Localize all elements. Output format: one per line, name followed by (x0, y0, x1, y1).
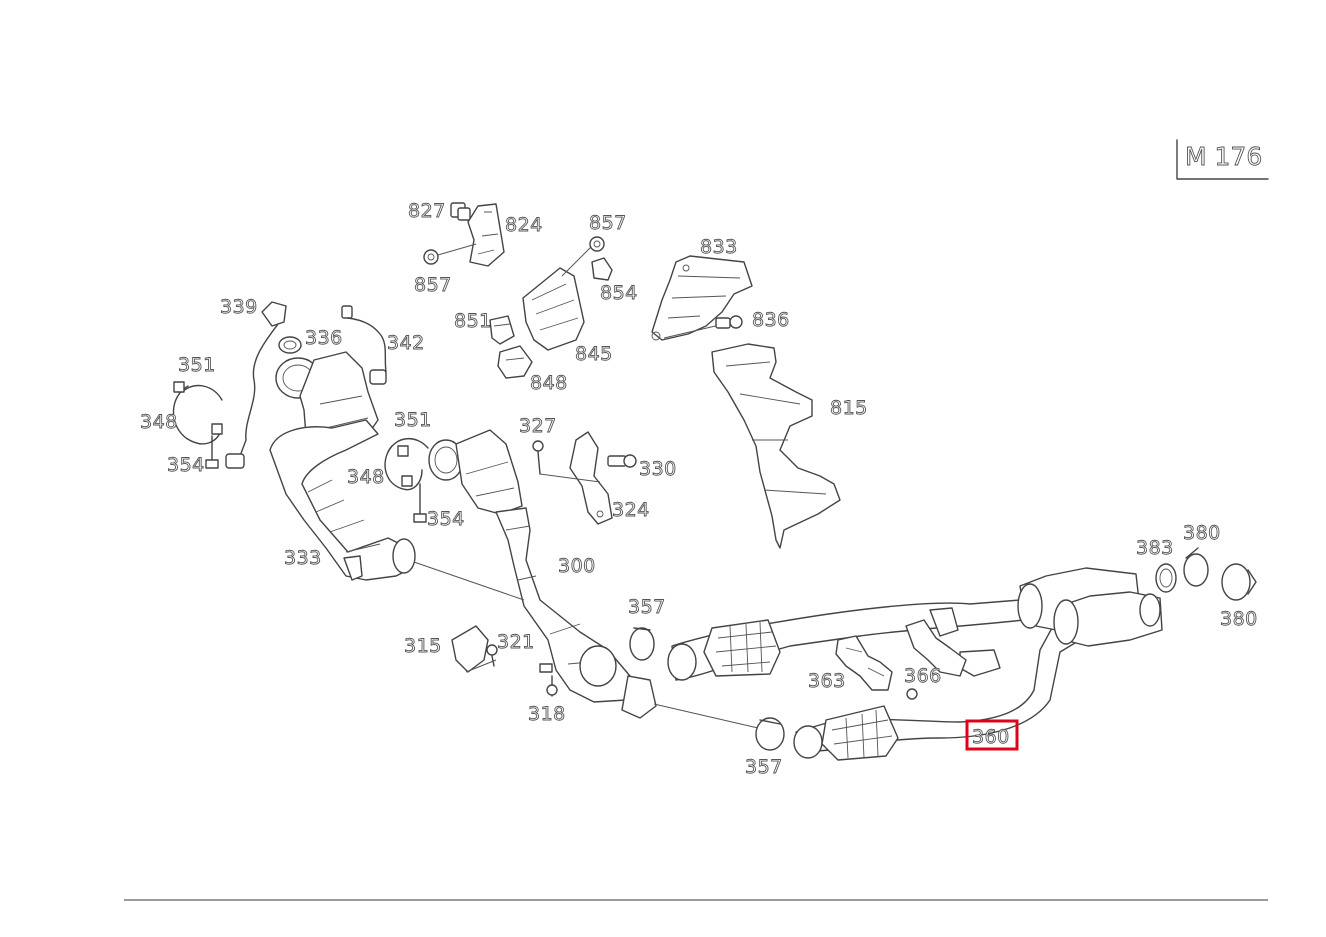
catalytic-converter-left[interactable] (275, 351, 379, 449)
clamp-357-bottom[interactable] (755, 717, 785, 751)
callout-351-right: 351 (394, 409, 432, 431)
callout-827: 827 (408, 200, 446, 222)
clamp-357-top[interactable] (629, 627, 655, 661)
bolt-327[interactable] (532, 440, 544, 475)
callout-342: 342 (387, 332, 425, 354)
callout-354-left: 354 (167, 454, 205, 476)
model-tag-label: M 176 (1185, 142, 1262, 171)
hanger-363[interactable] (835, 635, 893, 691)
callout-833: 833 (700, 236, 738, 258)
callout-857-right: 857 (589, 212, 627, 234)
callout-351-left: 351 (178, 354, 216, 376)
clamp-351-right[interactable] (384, 438, 429, 491)
callout-336: 336 (305, 327, 343, 349)
callout-380-lower: 380 (1220, 608, 1258, 630)
callout-318: 318 (528, 703, 566, 725)
callout-851: 851 (454, 310, 492, 332)
callout-360: 360 (972, 726, 1010, 748)
callout-327: 327 (519, 415, 557, 437)
nut-857-left[interactable] (423, 243, 477, 265)
bolt-318[interactable] (539, 663, 558, 697)
rear-pipe-360[interactable] (667, 567, 1163, 761)
callout-348-left: 348 (140, 411, 178, 433)
clip-854[interactable] (591, 257, 613, 281)
hanger-366[interactable] (905, 619, 967, 700)
callout-854: 854 (600, 282, 638, 304)
callout-848: 848 (530, 372, 568, 394)
callout-315: 315 (404, 635, 442, 657)
mount-851[interactable] (489, 315, 515, 345)
callout-815: 815 (830, 397, 868, 419)
bracket-324[interactable] (539, 431, 613, 525)
heat-shield-815[interactable] (711, 343, 841, 549)
catalytic-converter-right[interactable] (428, 429, 523, 515)
oxygen-sensor-342[interactable] (341, 305, 387, 385)
callout-357-top: 357 (628, 596, 666, 618)
callout-324: 324 (612, 499, 650, 521)
model-tag: M 176 (1176, 139, 1269, 180)
bracket-845[interactable] (522, 245, 593, 351)
gasket-336[interactable] (278, 336, 302, 354)
callout-354-right: 354 (427, 508, 465, 530)
callout-333: 333 (284, 547, 322, 569)
clamp-351-left[interactable] (172, 381, 223, 445)
callout-383: 383 (1136, 537, 1174, 559)
front-pipe-300[interactable] (495, 507, 657, 719)
callout-348-right: 348 (347, 466, 385, 488)
callout-321: 321 (497, 631, 535, 653)
bracket-824[interactable] (467, 203, 505, 267)
tailpipe-clamp-383[interactable] (1155, 563, 1177, 593)
bolt-330[interactable] (607, 454, 637, 468)
bolt-836[interactable] (663, 315, 743, 339)
callout-857-left: 857 (414, 274, 452, 296)
tailpipe-380-upper[interactable] (1183, 547, 1209, 587)
front-pipe-333[interactable] (269, 419, 416, 581)
callout-380-upper: 380 (1183, 522, 1221, 544)
bolt-321[interactable] (486, 644, 498, 667)
callout-845: 845 (575, 343, 613, 365)
clip-827[interactable] (450, 202, 471, 221)
oxygen-sensor-339[interactable] (225, 301, 287, 469)
tailpipe-380-lower[interactable] (1221, 563, 1257, 601)
bolt-354-left[interactable] (205, 435, 219, 469)
callout-366: 366 (904, 665, 942, 687)
callout-824: 824 (505, 214, 543, 236)
bolt-354-right[interactable] (413, 483, 427, 523)
callout-360-highlight[interactable]: 360 (965, 719, 1019, 751)
callout-836: 836 (752, 309, 790, 331)
callout-300: 300 (558, 555, 596, 577)
bracket-315[interactable] (451, 625, 497, 673)
mount-848[interactable] (497, 345, 533, 379)
callout-363: 363 (808, 670, 846, 692)
nut-857-right[interactable] (589, 236, 605, 252)
callout-357-bottom: 357 (745, 756, 783, 778)
callout-330: 330 (639, 458, 677, 480)
callout-339: 339 (220, 296, 258, 318)
heat-shield-833[interactable] (651, 255, 753, 341)
callout-labels: 827 824 857 857 833 854 836 851 845 848 … (140, 200, 1258, 779)
